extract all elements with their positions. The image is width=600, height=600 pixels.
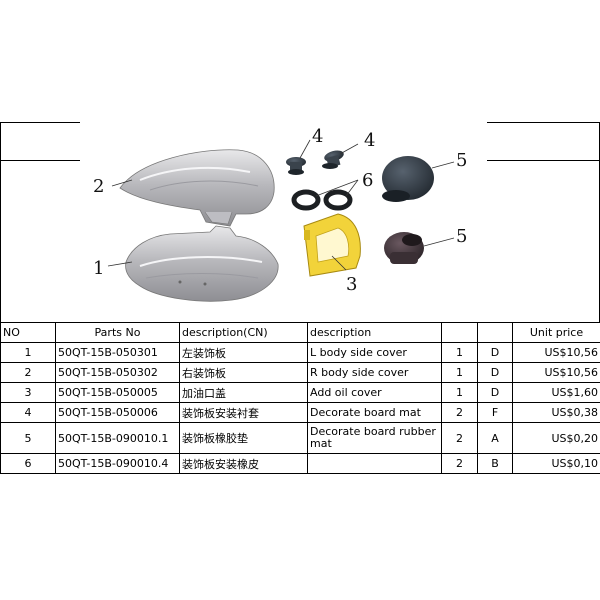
header-description-cn: description(CN) <box>179 322 308 343</box>
row-desc: R body side cover <box>307 362 442 383</box>
callout-1: 1 <box>93 258 104 279</box>
rubber-ring-left <box>291 189 321 211</box>
row-desc-cn: 装饰板安装橡皮 <box>179 453 308 474</box>
row-price: US$10,56 <box>512 362 600 383</box>
row-part-no: 50QT-15B-050006 <box>55 402 180 423</box>
table-row: 3 50QT-15B-050005 加油口盖 Add oil cover 1 D… <box>0 382 600 403</box>
row-grade: D <box>477 382 513 403</box>
callout-5-top: 5 <box>456 150 467 171</box>
row-qty: 2 <box>441 453 478 474</box>
callout-2: 2 <box>93 176 104 197</box>
row-qty: 2 <box>441 422 478 454</box>
table-row: 6 50QT-15B-090010.4 装饰板安装橡皮 2 B US$0,10 <box>0 453 600 474</box>
row-no: 1 <box>0 342 56 363</box>
row-price: US$10,56 <box>512 342 600 363</box>
right-body-side-cover-part <box>119 149 275 227</box>
row-desc: L body side cover <box>307 342 442 363</box>
row-part-no: 50QT-15B-050302 <box>55 362 180 383</box>
row-price: US$0,20 <box>512 422 600 454</box>
callout-3: 3 <box>346 274 357 295</box>
row-grade: B <box>477 453 513 474</box>
row-price: US$0,38 <box>512 402 600 423</box>
row-qty: 1 <box>441 382 478 403</box>
row-no: 4 <box>0 402 56 423</box>
row-part-no: 50QT-15B-050301 <box>55 342 180 363</box>
row-qty: 1 <box>441 342 478 363</box>
row-no: 2 <box>0 362 56 383</box>
row-grade: D <box>477 342 513 363</box>
rubber-mat-cap <box>382 156 434 202</box>
row-qty: 2 <box>441 402 478 423</box>
left-body-side-cover-part <box>125 225 279 302</box>
row-desc: Decorate board rubber mat <box>307 422 442 454</box>
row-no: 6 <box>0 453 56 474</box>
row-grade: F <box>477 402 513 423</box>
add-oil-cover-part <box>303 213 361 277</box>
table-row: 4 50QT-15B-050006 装饰板安装衬套 Decorate board… <box>0 402 600 423</box>
row-no: 5 <box>0 422 56 454</box>
table-row: 2 50QT-15B-050302 右装饰板 R body side cover… <box>0 362 600 383</box>
table-row: 5 50QT-15B-090010.1 装饰板橡胶垫 Decorate boar… <box>0 422 600 454</box>
row-desc-cn: 右装饰板 <box>179 362 308 383</box>
leader-lines <box>107 139 455 271</box>
header-parts-no: Parts No <box>55 322 180 343</box>
row-price: US$1,60 <box>512 382 600 403</box>
row-no: 3 <box>0 382 56 403</box>
row-desc-cn: 装饰板安装衬套 <box>179 402 308 423</box>
row-desc-cn: 左装饰板 <box>179 342 308 363</box>
callout-5-bottom: 5 <box>456 226 467 247</box>
parts-table: NO Parts No description(CN) description … <box>0 322 600 474</box>
frame-top-left <box>0 122 80 123</box>
row-qty: 1 <box>441 362 478 383</box>
frame-mid-right <box>487 160 600 161</box>
board-mat-bushing-left <box>286 157 306 175</box>
row-part-no: 50QT-15B-090010.1 <box>55 422 180 454</box>
row-part-no: 50QT-15B-090010.4 <box>55 453 180 474</box>
header-no: NO <box>0 322 56 343</box>
row-desc: Add oil cover <box>307 382 442 403</box>
callout-6: 6 <box>362 170 373 191</box>
board-mat-bushing-right <box>322 150 344 169</box>
row-desc: Decorate board mat <box>307 402 442 423</box>
table-row: 1 50QT-15B-050301 左装饰板 L body side cover… <box>0 342 600 363</box>
callout-4-right: 4 <box>364 130 375 151</box>
rubber-mat-plug <box>384 232 424 264</box>
header-grade <box>477 322 513 343</box>
row-desc-cn: 装饰板橡胶垫 <box>179 422 308 454</box>
rubber-ring-right <box>323 189 353 211</box>
row-part-no: 50QT-15B-050005 <box>55 382 180 403</box>
row-desc <box>307 453 442 474</box>
row-desc-cn: 加油口盖 <box>179 382 308 403</box>
frame-left-edge <box>0 122 1 322</box>
callout-4-left: 4 <box>312 126 323 147</box>
row-grade: D <box>477 362 513 383</box>
header-unit-price: Unit price <box>512 322 600 343</box>
frame-mid-left <box>0 160 80 161</box>
row-grade: A <box>477 422 513 454</box>
table-header-row: NO Parts No description(CN) description … <box>0 322 600 343</box>
header-description: description <box>307 322 442 343</box>
row-price: US$0,10 <box>512 453 600 474</box>
frame-top-right <box>487 122 600 123</box>
header-qty <box>441 322 478 343</box>
